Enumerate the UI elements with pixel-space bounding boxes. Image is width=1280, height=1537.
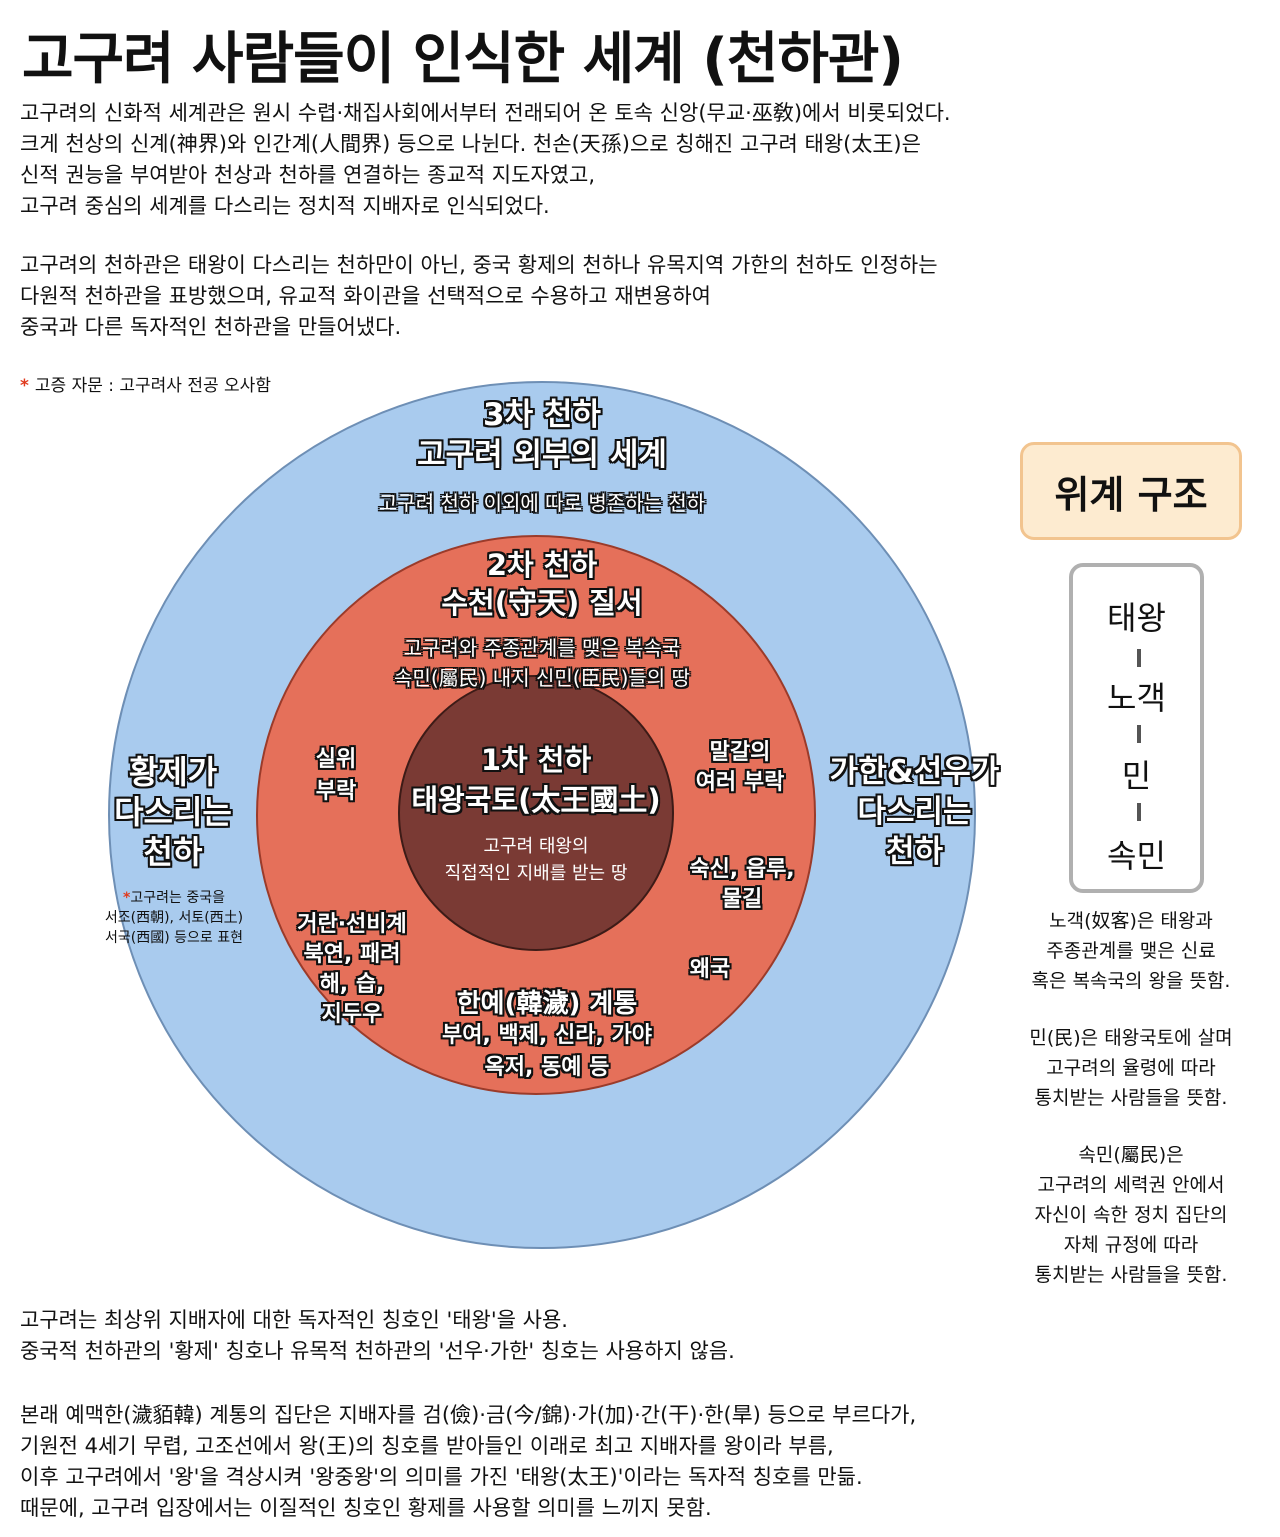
asterisk-icon: *	[20, 376, 29, 396]
bottom-paragraph-2: 본래 예맥한(濊貊韓) 계통의 집단은 지배자를 검(儉)·금(今/錦)·가(加…	[20, 1400, 916, 1524]
outer-realm-desc: 고구려 천하 이외에 따로 병존하는 천하	[378, 491, 706, 515]
side-note-sokmin: 속민(屬民)은 고구려의 세력권 안에서 자신이 속한 정치 집단의 자체 규정…	[1034, 1144, 1228, 1286]
text-line: 이후 고구려에서 '왕'을 격상시켜 '왕중왕'의 의미를 가진 '태왕(太王)…	[20, 1465, 863, 1489]
hierarchy-item-sokmin: 속민	[1107, 837, 1166, 875]
tribe-suksin: 숙신, 읍루, 물길	[689, 857, 795, 912]
text-line: 다원적 천하관을 표방했으며, 유교적 화이관을 선택적으로 수용하고 재변용하…	[20, 284, 711, 308]
bottom-paragraph-1: 고구려는 최상위 지배자에 대한 독자적인 칭호인 '태왕'을 사용. 중국적 …	[20, 1305, 735, 1367]
outer-realm-title: 3차 천하 고구려 외부의 세계	[417, 397, 667, 473]
text-line: 중국적 천하관의 '황제' 칭호나 유목적 천하관의 '선우·가한' 칭호는 사…	[20, 1339, 735, 1363]
hierarchy-separator	[1137, 649, 1141, 667]
emperor-realm-label: 황제가 다스리는 천하	[114, 753, 232, 871]
consult-note-text: 고증 자문 : 고구려사 전공 오사함	[34, 376, 271, 396]
hierarchy-separator	[1137, 803, 1141, 821]
inner-circle-1st-realm	[398, 675, 674, 951]
text-line: 크게 천상의 신계(神界)와 인간계(人間界) 등으로 나뉜다. 천손(天孫)으…	[20, 132, 921, 156]
text-line: 고구려 중심의 세계를 다스리는 정치적 지배자로 인식되었다.	[20, 194, 550, 218]
text-line: 중국과 다른 독자적인 천하관을 만들어냈다.	[20, 315, 402, 339]
hierarchy-item-taewang: 태왕	[1107, 599, 1166, 637]
tribe-hanye: 한예(韓濊) 계통 부여, 백제, 신라, 가야 옥저, 동예 등	[442, 989, 652, 1080]
hierarchy-box: 태왕 노객 민 속민	[1069, 563, 1204, 893]
text-line: 고구려의 신화적 세계관은 원시 수렵·채집사회에서부터 전래되어 온 토속 신…	[20, 101, 951, 125]
text-line: 때문에, 고구려 입장에서는 이질적인 칭호인 황제를 사용할 의미를 느끼지 …	[20, 1496, 712, 1520]
side-note-nogaek: 노객(奴客)은 태왕과 주종관계를 맺은 신료 혹은 복속국의 왕을 뜻함.	[1031, 910, 1231, 992]
tribe-malgal: 말갈의 여러 부락	[695, 740, 785, 795]
tribe-silwi: 실위 부락	[315, 747, 357, 804]
hierarchy-separator	[1137, 725, 1141, 743]
text-line: 고구려의 천하관은 태왕이 다스리는 천하만이 아닌, 중국 황제의 천하나 유…	[20, 253, 938, 277]
middle-realm-title: 2차 천하 수천(守天) 질서	[441, 548, 643, 620]
tribe-georan: 거란·선비계 북연, 패려 해, 습, 지두우	[297, 912, 407, 1027]
text-line: 신적 권능을 부여받아 천상과 천하를 연결하는 종교적 지도자였고,	[20, 163, 596, 187]
hierarchy-item-nogaek: 노객	[1107, 679, 1166, 717]
middle-realm-desc: 고구려와 주종관계를 맺은 복속국 속민(屬民) 내지 신민(臣民)들의 땅	[394, 636, 690, 690]
intro-paragraph-2: 고구려의 천하관은 태왕이 다스리는 천하만이 아닌, 중국 황제의 천하나 유…	[20, 250, 938, 343]
hierarchy-title: 위계 구조	[1020, 442, 1242, 540]
inner-realm-title: 1차 천하 태왕국토(太王國土)	[411, 743, 661, 817]
khagan-realm-label: 가한&선우가 다스리는 천하	[829, 754, 1000, 870]
china-naming-note: *고구려는 중국을 서조(西朝), 서토(西土) 서국(西國) 등으로 표현	[104, 890, 244, 946]
asterisk-icon: *	[123, 890, 131, 906]
side-note-min: 민(民)은 태왕국토에 살며 고구려의 율령에 따라 통치받는 사람들을 뜻함.	[1029, 1027, 1233, 1109]
inner-realm-desc: 고구려 태왕의 직접적인 지배를 받는 땅	[444, 836, 628, 884]
consult-note: *고증 자문 : 고구려사 전공 오사함	[20, 371, 271, 396]
tribe-waeguk: 왜국	[689, 957, 731, 982]
page-title: 고구려 사람들이 인식한 세계 (천하관)	[22, 27, 904, 92]
text-line: 기원전 4세기 무렵, 고조선에서 왕(王)의 칭호를 받아들인 이래로 최고 …	[20, 1434, 834, 1458]
intro-paragraph-1: 고구려의 신화적 세계관은 원시 수렵·채집사회에서부터 전래되어 온 토속 신…	[20, 98, 951, 222]
hierarchy-item-min: 민	[1121, 757, 1152, 795]
text-line: 본래 예맥한(濊貊韓) 계통의 집단은 지배자를 검(儉)·금(今/錦)·가(加…	[20, 1403, 917, 1427]
text-line: 고구려는 최상위 지배자에 대한 독자적인 칭호인 '태왕'을 사용.	[20, 1308, 568, 1332]
